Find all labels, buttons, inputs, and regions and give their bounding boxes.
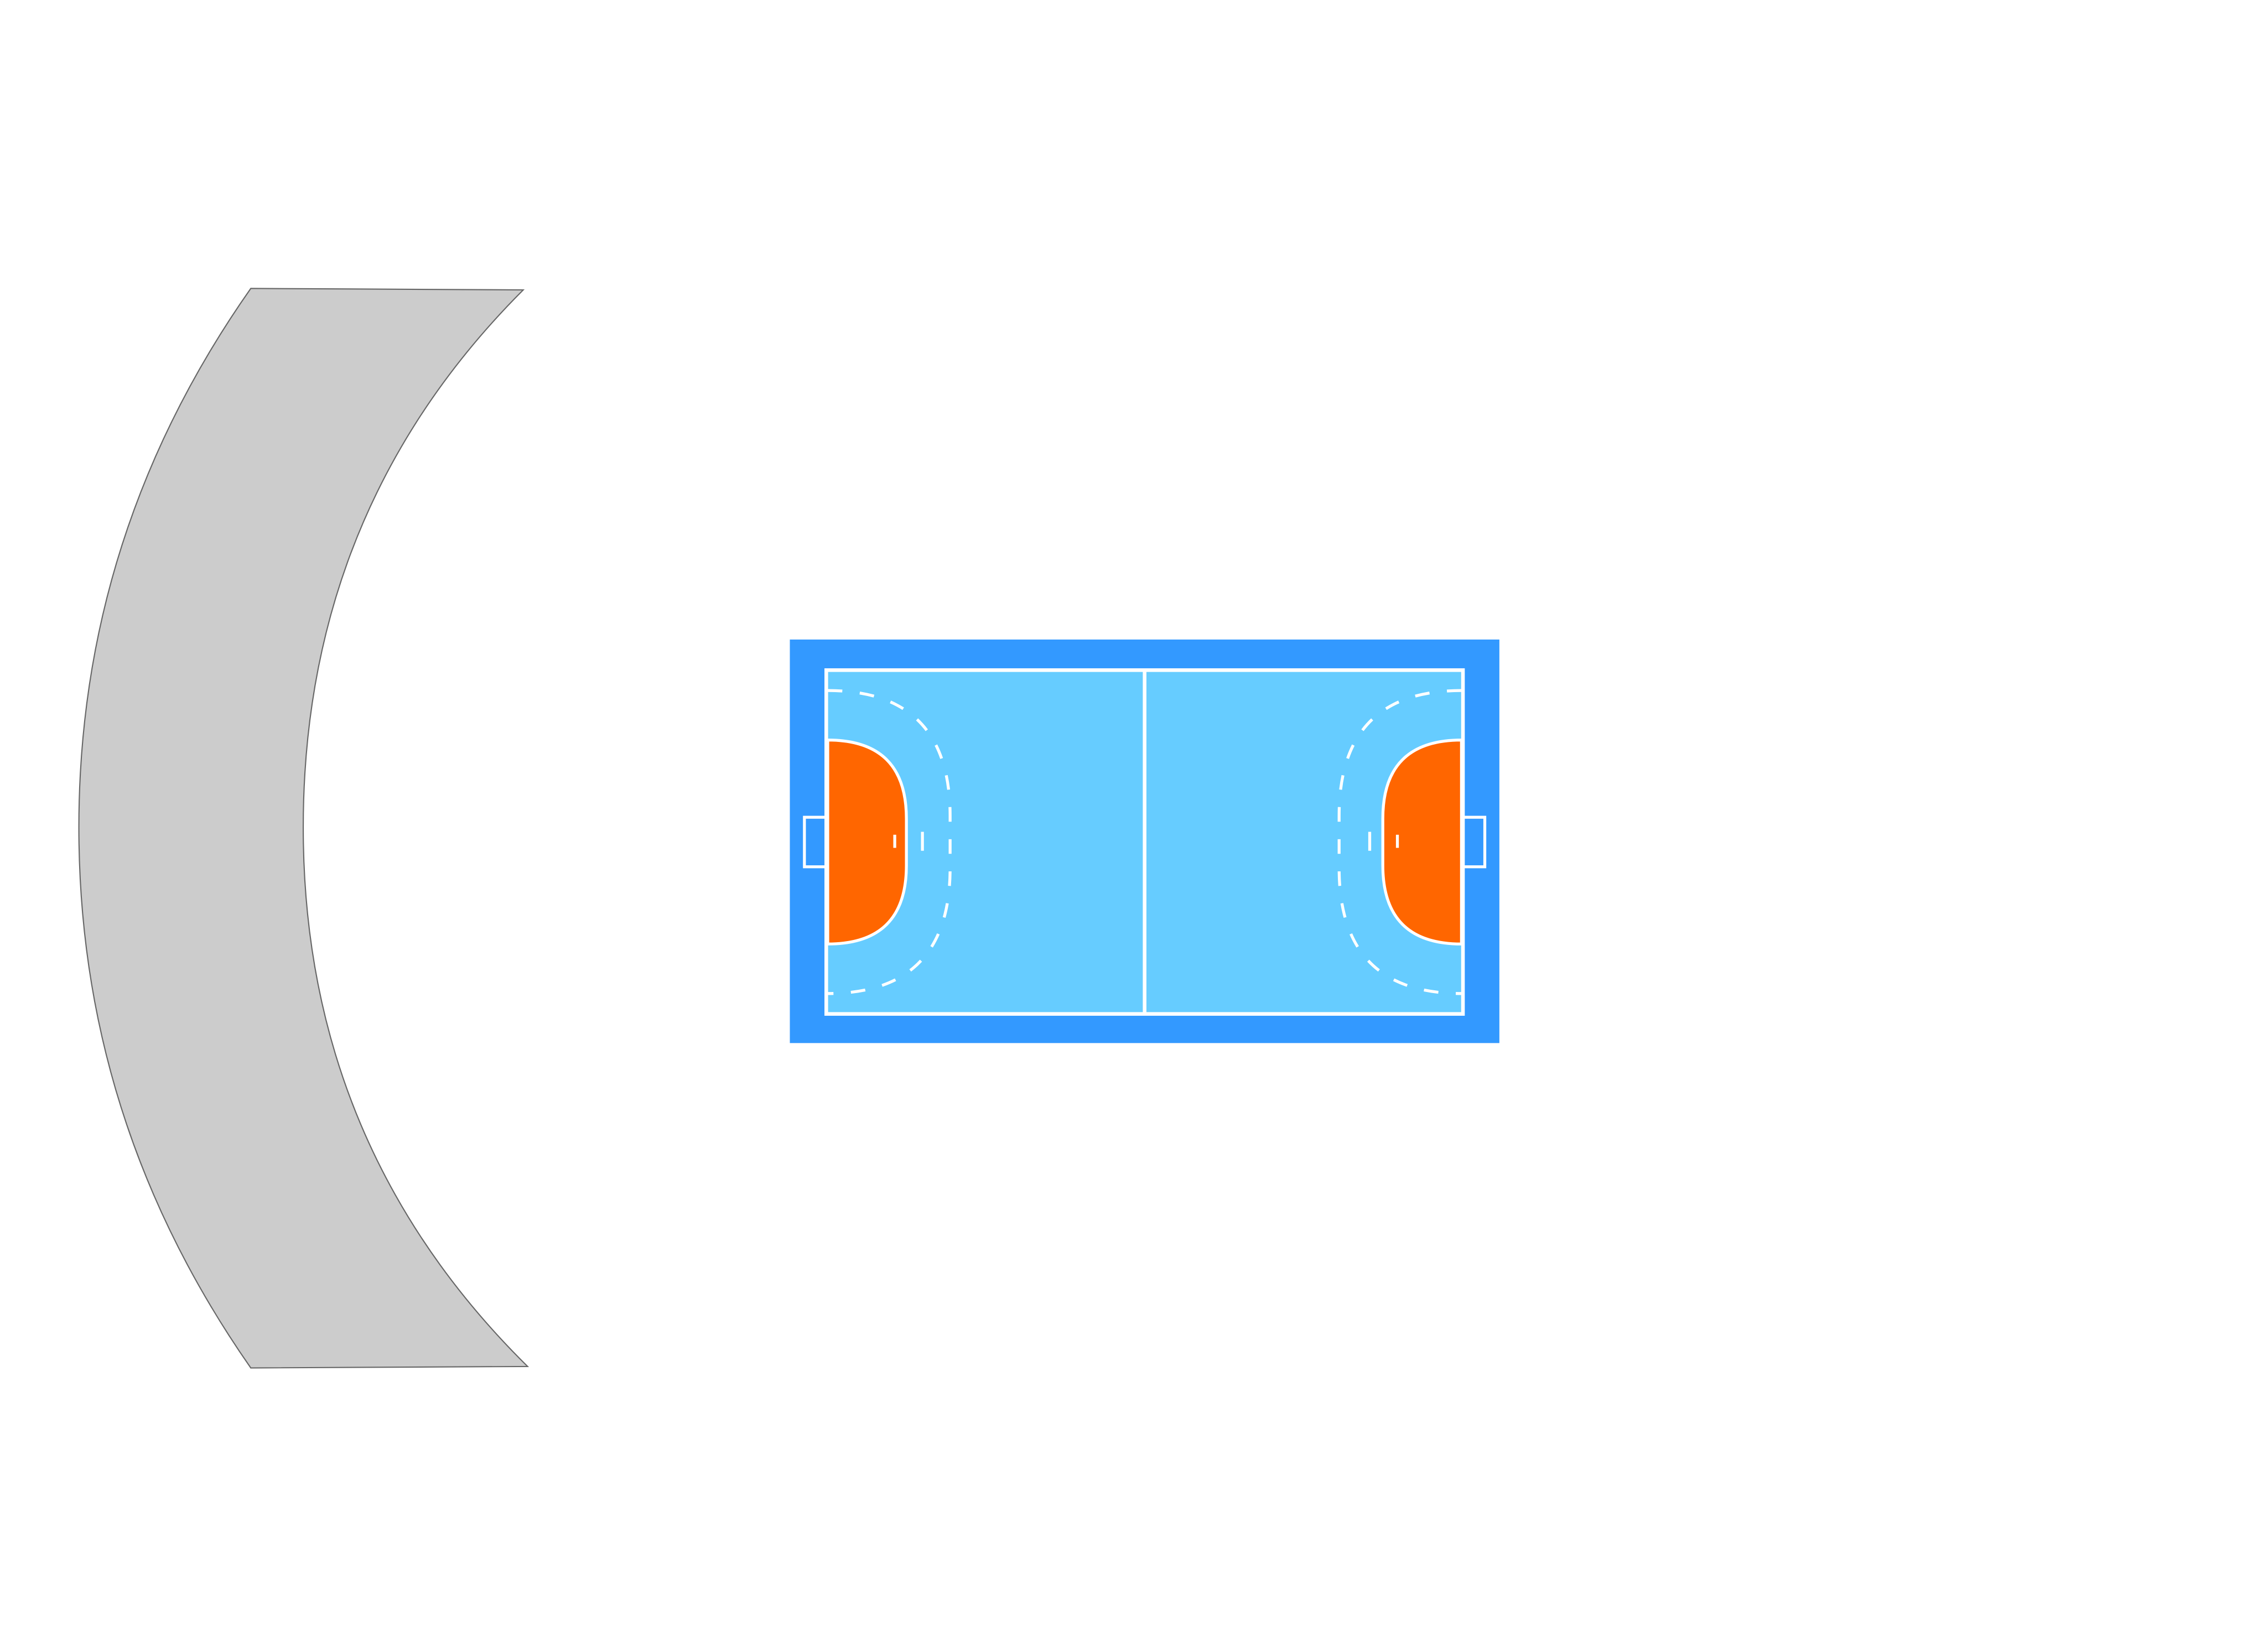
right-goal-area <box>1381 739 1463 946</box>
handball-court[interactable] <box>790 639 1499 1043</box>
right-free-throw-line <box>1337 689 1462 995</box>
left-goal-area <box>826 739 908 946</box>
grandstand-arc[interactable] <box>78 288 530 1369</box>
left-free-throw-line <box>827 689 952 995</box>
